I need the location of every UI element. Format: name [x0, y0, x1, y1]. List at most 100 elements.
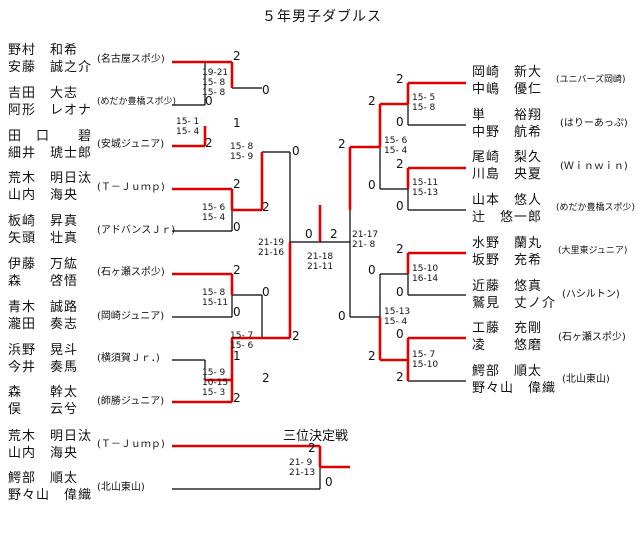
match-result: 0: [205, 94, 213, 108]
player-name: 森 幹太: [8, 385, 79, 400]
club-name: (ハシルトン): [562, 289, 620, 300]
match-result: 2: [308, 441, 316, 455]
score-line: 15- 3: [202, 388, 226, 398]
score-line: 15-13: [384, 307, 411, 317]
match-result: 2: [292, 329, 300, 343]
player-name: 阿形 レオナ: [8, 103, 93, 118]
match-result: 2: [396, 370, 404, 384]
match-result: 2: [396, 157, 404, 171]
player-name: 細井 琥士郎: [8, 146, 93, 161]
match-result: 0: [368, 178, 376, 192]
score-line: 15-11: [202, 298, 229, 308]
match-result: 1: [233, 116, 241, 130]
player-name: 瀧田 奏志: [8, 317, 79, 332]
player-name: 田 口 碧: [8, 129, 93, 144]
club-name: (北山東山): [562, 374, 610, 385]
match-result: 0: [396, 115, 404, 129]
match-result: 2: [233, 49, 241, 63]
score-line: 15- 8: [202, 88, 226, 98]
third-place-title: 三位決定戦: [283, 429, 349, 444]
club-name: (Ｗｉｎｗｉｎ): [560, 161, 628, 172]
match-result: 0: [325, 475, 333, 489]
player-name: 中野 航希: [472, 125, 543, 140]
score-line: 15- 8: [412, 103, 436, 113]
match-result: 2: [233, 391, 241, 405]
score-line: 19-21: [202, 68, 229, 78]
player-name: 安藤 誠之介: [8, 60, 93, 75]
score-line: 15- 6: [384, 136, 408, 146]
score-line: 15- 7: [412, 350, 436, 360]
match-result: 2: [233, 177, 241, 191]
score-line: 15- 4: [384, 146, 408, 156]
player-name: 水野 蘭丸: [472, 236, 543, 251]
player-name: 俣 云兮: [8, 402, 79, 417]
club-name: (大里東ジュニア): [558, 246, 628, 256]
score-line: 16-14: [412, 274, 439, 284]
club-name: (安城ジュニア): [97, 139, 165, 150]
score-line: 15-13: [412, 188, 439, 198]
score-line: 15- 4: [202, 213, 226, 223]
player-name: 尾崎 梨久: [472, 150, 543, 165]
score-line: 15-11: [412, 178, 439, 188]
player-name: 伊藤 万紘: [8, 257, 79, 272]
player-name: 工藤 充剛: [472, 321, 543, 336]
player-name: 川島 央夏: [472, 167, 543, 182]
match-result: 2: [368, 94, 376, 108]
player-name: 鷲見 丈ノ介: [472, 296, 557, 311]
match-result: 0: [262, 285, 270, 299]
player-name: 山内 海央: [8, 446, 79, 461]
match-result: 0: [396, 199, 404, 213]
player-name: 凌 悠磨: [472, 338, 543, 353]
match-result: 0: [368, 263, 376, 277]
club-name: (横須賀Ｊｒ．): [97, 353, 160, 364]
right-bracket-black: [320, 104, 466, 382]
club-name: (師勝ジュニア): [97, 396, 165, 407]
score-line: 15-10: [412, 360, 439, 370]
player-name: 近藤 悠真: [472, 279, 543, 294]
player-name: 鰐部 順太: [8, 471, 79, 486]
club-name: (アドバンスＪｒ): [97, 225, 176, 236]
score-line: 21-17: [352, 230, 379, 240]
club-name: (石ヶ瀬スポ少): [97, 267, 165, 278]
match-result: 0: [292, 144, 300, 158]
player-name: 矢頭 壮真: [8, 231, 79, 246]
match-result: 0: [233, 220, 241, 234]
score-line: 15- 4: [384, 317, 408, 327]
score-line: 21-13: [289, 468, 316, 478]
score-line: 21-16: [258, 248, 285, 258]
score-line: 15- 8: [202, 78, 226, 88]
club-name: (石ヶ瀬スポ少): [558, 332, 626, 343]
score-line: 15- 7: [230, 331, 254, 341]
score-line: 21- 9: [289, 458, 313, 468]
club-name: (Ｔ－Ｊｕｍｐ): [97, 439, 165, 450]
club-name: (北山東山): [97, 482, 145, 493]
match-result: 2: [262, 371, 270, 385]
match-result: 0: [262, 83, 270, 97]
player-name: 青木 誠路: [8, 300, 79, 315]
score-line: 15- 6: [230, 341, 254, 351]
match-result: 2: [396, 72, 404, 86]
player-name: 野々山 偉織: [8, 488, 93, 503]
club-name: (めだか豊橋スポ少): [556, 203, 636, 213]
player-name: 山本 悠人: [472, 193, 543, 208]
match-result: 1: [233, 349, 241, 363]
player-name: 辻 悠一郎: [472, 210, 543, 225]
club-name: (岡崎ジュニア): [97, 311, 165, 322]
match-result: 0: [305, 227, 313, 241]
left-bracket-red: [172, 60, 350, 469]
score-line: 21-19: [258, 238, 285, 248]
match-result: 0: [396, 285, 404, 299]
player-name: 野々山 偉織: [472, 381, 557, 396]
match-result: 2: [338, 137, 346, 151]
match-result: 0: [338, 309, 346, 323]
club-name: (はりーあっぷ): [560, 118, 628, 129]
player-name: 吉田 大志: [8, 86, 79, 101]
player-name: 山内 海央: [8, 188, 79, 203]
player-name: 中嶋 優仁: [472, 82, 543, 97]
club-name: (Ｔ－Ｊｕｍｐ): [97, 182, 165, 193]
score-line: 15- 8: [202, 288, 226, 298]
player-name: 野村 和希: [8, 43, 79, 58]
match-result: 2: [233, 263, 241, 277]
